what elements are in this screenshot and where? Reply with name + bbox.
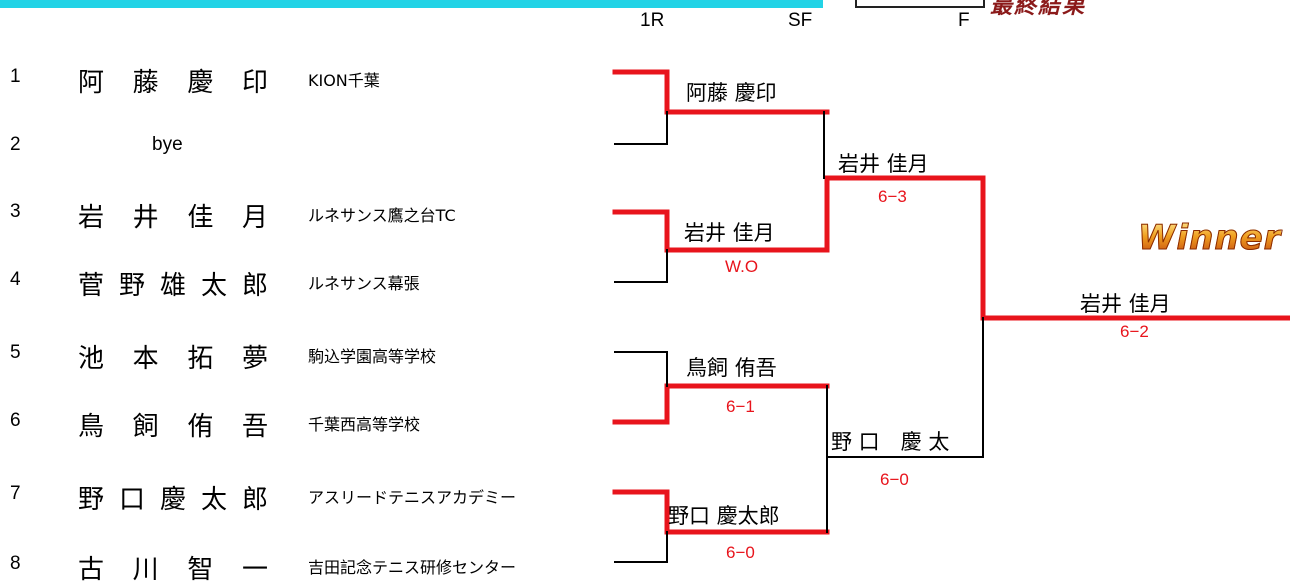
player-club: アスリードテニスアカデミー: [308, 488, 517, 507]
player-name-char: 郎: [241, 271, 268, 301]
player-name: 古川智一: [78, 549, 268, 586]
player-name-char: 夢: [241, 344, 268, 374]
bracket-win-line: [612, 383, 830, 425]
player-name: bye: [152, 134, 183, 155]
player-name-char: 雄: [159, 271, 186, 301]
player-club: 千葉西高等学校: [308, 415, 421, 434]
player-seed: 2: [10, 134, 21, 155]
header-logo-text: 最終結果: [990, 0, 1087, 19]
sf-winner-name: 野 口 慶 太: [831, 430, 950, 454]
r1-score: 6−1: [726, 397, 755, 416]
bracket-win-line: [824, 175, 986, 253]
player-name-char: 鳥: [78, 412, 105, 442]
bracket-lose-line: [826, 456, 984, 533]
round-label-sf: SF: [788, 10, 813, 31]
logo-frame: [855, 0, 985, 8]
player-name: 岩井佳月: [78, 197, 268, 234]
player-seed: 8: [10, 553, 21, 574]
player-name-char: 吾: [241, 412, 268, 442]
player-club: 吉田記念テニス研修センター: [308, 558, 517, 577]
player-name-char: 月: [241, 203, 268, 233]
player-name-char: 川: [132, 555, 159, 585]
player-seed: 7: [10, 483, 21, 504]
bracket-win-line: [612, 489, 830, 535]
player-name-char: 菅: [78, 271, 105, 301]
player-name-char: 池: [78, 344, 105, 374]
bracket-lose-line: [614, 351, 668, 387]
player-name-char: 野: [118, 271, 145, 301]
player-seed: 6: [10, 410, 21, 431]
top-accent-bar: [0, 0, 823, 8]
bracket-win-line: [612, 209, 830, 253]
player-name-char: 一: [241, 555, 268, 585]
player-club: 駒込学園高等学校: [308, 347, 437, 366]
player-name-char: 井: [132, 203, 159, 233]
player-name-char: 古: [78, 555, 105, 585]
sf-score: 6−0: [880, 470, 909, 489]
player-name-char: 印: [241, 68, 268, 98]
winner-badge: Winner: [1137, 218, 1282, 259]
player-name-char: 飼: [132, 412, 159, 442]
player-name: 鳥飼侑吾: [78, 406, 268, 443]
player-seed: 4: [10, 269, 21, 290]
player-name-char: 阿: [78, 68, 105, 98]
r1-winner-name: 鳥飼 侑吾: [686, 356, 777, 380]
player-name: 阿藤慶印: [78, 62, 268, 99]
final-score: 6−2: [1120, 322, 1149, 341]
player-name-char: 野: [78, 485, 105, 515]
player-seed: 5: [10, 342, 21, 363]
player-name-char: 太: [200, 485, 227, 515]
player-name-char: 口: [118, 485, 145, 515]
r1-score: W.O: [725, 257, 759, 276]
player-seed: 3: [10, 201, 21, 222]
player-name-char: 侑: [187, 412, 214, 442]
sf-winner-name: 岩井 佳月: [838, 152, 929, 176]
player-name-char: 岩: [78, 203, 105, 233]
player-name-char: 慶: [187, 68, 214, 98]
player-club: KION千葉: [308, 71, 380, 90]
r1-winner-name: 岩井 佳月: [684, 221, 775, 245]
player-name-char: 佳: [187, 203, 214, 233]
player-name-char: 拓: [187, 344, 214, 374]
bracket-lose-line: [614, 531, 668, 563]
bracket-win-line: [612, 69, 830, 115]
bracket-lose-line: [614, 249, 668, 283]
r1-winner-name: 阿藤 慶印: [686, 81, 777, 105]
round-label-1r: 1R: [640, 10, 665, 31]
sf-score: 6−3: [878, 187, 907, 206]
r1-winner-name: 野口 慶太郎: [668, 504, 780, 528]
round-label-f: F: [958, 10, 970, 31]
player-club: ルネサンス幕張: [308, 274, 420, 293]
player-seed: 1: [10, 66, 21, 87]
player-name-char: 本: [132, 344, 159, 374]
player-club: ルネサンス鷹之台TC: [308, 206, 456, 225]
r1-score: 6−0: [726, 543, 755, 562]
player-name: 野口慶太郎: [78, 479, 268, 516]
player-name-char: 藤: [132, 68, 159, 98]
player-name: 菅野雄太郎: [78, 265, 268, 302]
bracket-lose-line: [614, 111, 668, 145]
player-name-char: 郎: [241, 485, 268, 515]
player-name-char: 慶: [159, 485, 186, 515]
player-name: 池本拓夢: [78, 338, 268, 375]
player-name-char: 智: [187, 555, 214, 585]
player-name-char: 太: [200, 271, 227, 301]
champion-name: 岩井 佳月: [1080, 292, 1171, 316]
